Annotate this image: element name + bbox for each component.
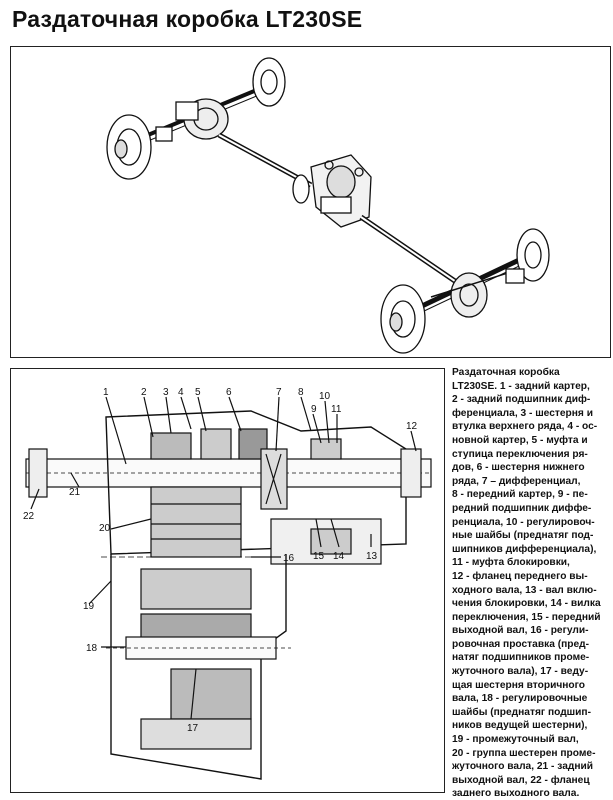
caption-line: шайбы (преднатяг подшип- xyxy=(452,706,591,718)
caption-line: 2 - задний подшипник диф- xyxy=(452,394,591,406)
caption-line: щая шестерня вторичного xyxy=(452,679,585,691)
caption-line: жуточного вала), 17 - веду- xyxy=(452,666,589,678)
callout-9: 9 xyxy=(311,404,317,415)
caption-line: ряда, 7 – дифференциал, xyxy=(452,475,581,487)
axle-drivetrain-drawing-icon xyxy=(106,57,550,354)
section-figure: 1 2 3 4 5 6 7 8 9 10 11 12 13 14 15 16 1… xyxy=(10,368,445,793)
caption-line: чения блокировки, 14 - вилка xyxy=(452,598,601,610)
callout-16: 16 xyxy=(283,553,295,564)
caption-line: вала, 18 - регулировочные xyxy=(452,693,588,705)
callout-7: 7 xyxy=(276,387,282,398)
caption-line: ренциала, 10 - регулировоч- xyxy=(452,516,595,528)
caption-line: переключения, 15 - передний xyxy=(452,611,601,623)
caption-line: заднего выходного вала. xyxy=(452,788,580,796)
callout-10: 10 xyxy=(319,391,331,402)
caption-line: дов, 6 - шестерня нижнего xyxy=(452,462,585,474)
caption-line: Раздаточная коробка xyxy=(452,367,560,378)
caption-line: жуточного вала, 21 - задний xyxy=(452,761,594,773)
callout-18: 18 xyxy=(86,643,98,654)
caption-line: ные шайбы (преднатяг под- xyxy=(452,530,594,542)
caption-line: ступица переключения ря- xyxy=(452,448,588,460)
callout-6: 6 xyxy=(226,387,232,398)
caption-line: 20 - группа шестерен проме- xyxy=(452,747,596,759)
caption-line: втулка верхнего ряда, 4 - ос- xyxy=(452,421,598,433)
callout-5: 5 xyxy=(195,387,201,398)
callout-19: 19 xyxy=(83,601,95,612)
callout-2: 2 xyxy=(141,387,147,398)
callout-14: 14 xyxy=(333,551,345,562)
caption-line: 12 - фланец переднего вы- xyxy=(452,570,588,582)
caption-line: ференциала, 3 - шестерня и xyxy=(452,407,593,419)
caption-line: шипников дифференциала), xyxy=(452,543,597,555)
callout-22: 22 xyxy=(23,511,35,522)
callout-3: 3 xyxy=(163,387,169,398)
callout-15: 15 xyxy=(313,551,325,562)
caption-line: новной картер, 5 - муфта и xyxy=(452,434,588,446)
caption-line: LT230SE. 1 - задний картер, xyxy=(452,380,590,392)
caption-line: ходного вала, 13 - вал вклю- xyxy=(452,584,597,596)
caption-line: редний подшипник диффе- xyxy=(452,502,592,514)
caption-line: 11 - муфта блокировки, xyxy=(452,557,570,569)
figure-caption: Раздаточная коробка LT230SE. 1 - задний … xyxy=(452,366,613,796)
callout-12: 12 xyxy=(406,421,418,432)
callout-8: 8 xyxy=(298,387,304,398)
caption-line: 19 - промежуточный вал, xyxy=(452,734,579,746)
page-title: Раздаточная коробка LT230SE xyxy=(12,6,363,32)
callout-11: 11 xyxy=(331,404,342,415)
caption-line: ников ведущей шестерни), xyxy=(452,720,588,732)
callout-13: 13 xyxy=(366,551,378,562)
callout-20: 20 xyxy=(99,523,111,534)
caption-line: натяг подшипников проме- xyxy=(452,652,590,664)
caption-line: ровочная проставка (пред- xyxy=(452,638,589,650)
callout-4: 4 xyxy=(178,387,184,398)
caption-line: 8 - передний картер, 9 - пе- xyxy=(452,489,588,501)
caption-line: выходной вал, 16 - регули- xyxy=(452,625,589,637)
axle-figure xyxy=(10,46,611,358)
caption-line: выходной вал, 22 - фланец xyxy=(452,774,590,786)
callout-21: 21 xyxy=(69,487,81,498)
transfer-box-cross-section-drawing-icon: 1 2 3 4 5 6 7 8 9 10 11 12 13 14 15 16 1… xyxy=(23,387,432,780)
callout-17: 17 xyxy=(187,723,199,734)
callout-1: 1 xyxy=(103,387,109,398)
